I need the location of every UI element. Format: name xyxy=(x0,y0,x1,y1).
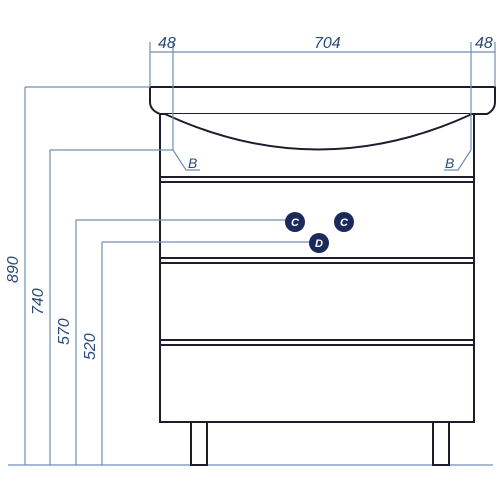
c-right-marker: C xyxy=(334,212,354,232)
d-marker: D xyxy=(309,233,329,253)
sink-countertop xyxy=(149,86,496,115)
height-890-label: 890 xyxy=(5,256,22,283)
cabinet-body xyxy=(159,112,475,423)
b-left-leader xyxy=(172,149,200,171)
drawer-bottom xyxy=(159,339,475,346)
basin-curve xyxy=(164,113,473,151)
c-right-label: C xyxy=(340,217,349,229)
height-570-label: 570 xyxy=(56,318,73,345)
d-label: D xyxy=(315,238,323,250)
drawer-top xyxy=(159,176,475,183)
left-margin-label: 48 xyxy=(158,35,176,52)
right-leg xyxy=(432,421,450,466)
right-margin-label: 48 xyxy=(475,35,493,52)
b-right-label: B xyxy=(445,155,454,171)
c-left-label: C xyxy=(291,217,300,229)
height-740-label: 740 xyxy=(30,288,47,315)
b-left-label: B xyxy=(188,155,197,171)
left-leg xyxy=(190,421,208,466)
b-right-leader xyxy=(444,149,472,171)
drawer-middle xyxy=(159,257,475,264)
width-label: 704 xyxy=(314,35,341,52)
height-520-label: 520 xyxy=(82,333,99,360)
c-left-marker: C xyxy=(285,212,305,232)
